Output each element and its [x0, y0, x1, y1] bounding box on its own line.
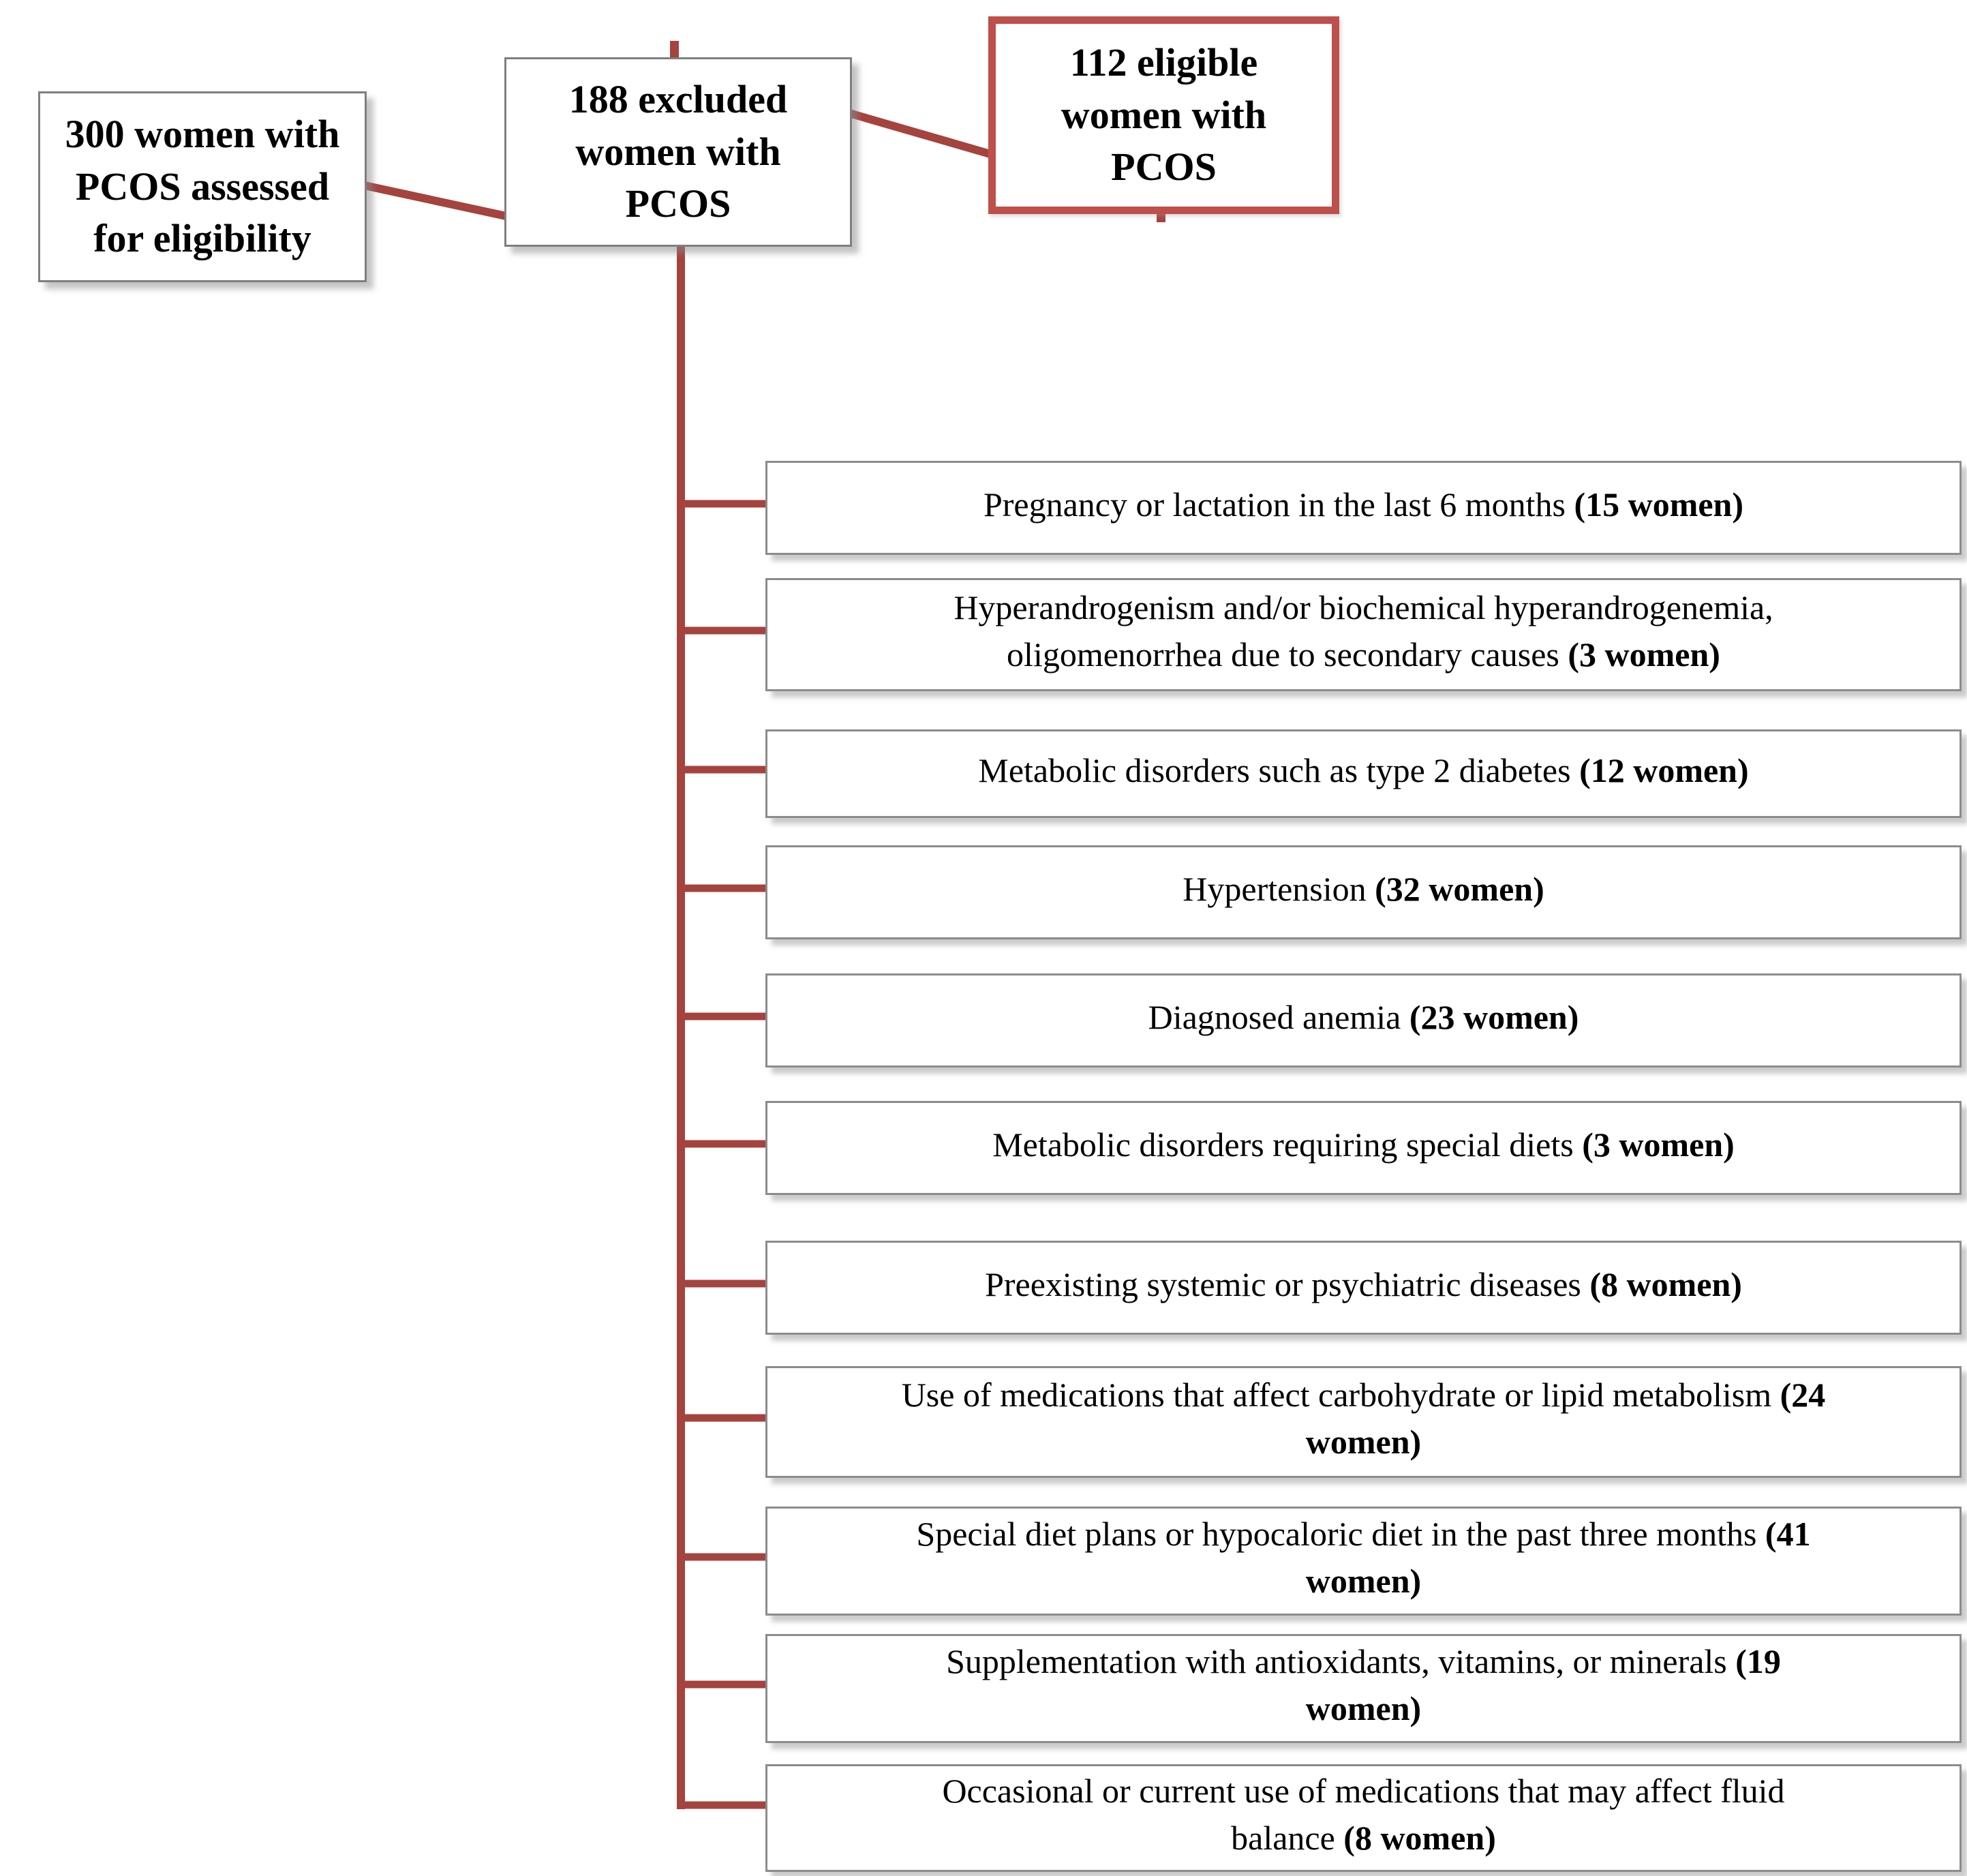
exclusion-reason-box: Use of medications that affect carbohydr… — [765, 1366, 1962, 1478]
exclusion-reason-text: Occasional or current use of medications… — [942, 1768, 1784, 1862]
exclusion-reason-label: Supplementation with antioxidants, vitam… — [946, 1642, 1736, 1680]
exclusion-reason-box: Pregnancy or lactation in the last 6 mon… — [765, 461, 1962, 555]
exclusion-reason-text: Hypertension (32 women) — [1183, 866, 1544, 913]
connector-excluded-to-eligible — [848, 109, 996, 160]
exclusion-reason-count: (24 women) — [1305, 1376, 1826, 1461]
exclusion-reason-label: Metabolic disorders requiring special di… — [992, 1125, 1583, 1164]
exclusion-reason-label: Use of medications that affect carbohydr… — [901, 1376, 1780, 1414]
exclusion-reason-box: Occasional or current use of medications… — [765, 1764, 1962, 1872]
connector-assessed-to-excluded — [360, 181, 514, 222]
exclusion-reason-count: (3 women) — [1582, 1125, 1735, 1164]
exclusion-reason-count: (41 women) — [1305, 1515, 1811, 1600]
exclusion-reason-count: (8 women) — [1343, 1819, 1496, 1857]
exclusion-reason-box: Hypertension (32 women) — [765, 845, 1962, 939]
eligible-box: 112 eligible women with PCOS — [988, 16, 1339, 214]
exclusion-reason-box: Metabolic disorders requiring special di… — [765, 1101, 1962, 1195]
anchor-tick-excluded-top — [670, 41, 679, 60]
exclusion-reason-box: Diagnosed anemia (23 women) — [765, 973, 1962, 1068]
exclusion-reason-box: Supplementation with antioxidants, vitam… — [765, 1634, 1962, 1743]
exclusion-reason-label: Occasional or current use of medications… — [942, 1772, 1785, 1857]
exclusion-reason-text: Special diet plans or hypocaloric diet i… — [916, 1511, 1810, 1605]
exclusion-reason-label: Special diet plans or hypocaloric diet i… — [916, 1515, 1765, 1553]
exclusion-reason-text: Metabolic disorders requiring special di… — [992, 1121, 1735, 1168]
exclusion-reason-count: (3 women) — [1568, 635, 1720, 674]
exclusion-reason-text: Diagnosed anemia (23 women) — [1148, 994, 1579, 1041]
exclusion-reason-text: Use of medications that affect carbohydr… — [902, 1372, 1826, 1466]
exclusion-reason-label: Preexisting systemic or psychiatric dise… — [985, 1265, 1590, 1303]
exclusion-reason-box: Hyperandrogenism and/or biochemical hype… — [765, 578, 1962, 691]
exclusion-reason-count: (15 women) — [1574, 485, 1744, 524]
exclusion-reason-box: Preexisting systemic or psychiatric dise… — [765, 1241, 1962, 1335]
exclusion-reason-count: (19 women) — [1305, 1642, 1781, 1727]
exclusion-reason-text: Pregnancy or lactation in the last 6 mon… — [984, 481, 1743, 528]
exclusion-reason-text: Supplementation with antioxidants, vitam… — [946, 1638, 1781, 1732]
exclusion-reason-text: Preexisting systemic or psychiatric dise… — [985, 1261, 1742, 1308]
exclusion-reason-count: (32 women) — [1375, 869, 1544, 908]
exclusion-reason-count: (8 women) — [1589, 1265, 1742, 1303]
exclusion-reason-text: Metabolic disorders such as type 2 diabe… — [978, 747, 1748, 794]
exclusion-reason-count: (12 women) — [1579, 751, 1749, 789]
exclusion-reason-label: Pregnancy or lactation in the last 6 mon… — [983, 485, 1574, 524]
exclusion-reason-label: Metabolic disorders such as type 2 diabe… — [978, 751, 1580, 789]
excluded-box: 188 excluded women with PCOS — [504, 57, 852, 247]
exclusion-reason-count: (23 women) — [1409, 997, 1579, 1036]
exclusion-reason-text: Hyperandrogenism and/or biochemical hype… — [954, 584, 1773, 678]
exclusion-reason-label: Diagnosed anemia — [1148, 997, 1409, 1036]
exclusion-reason-label: Hypertension — [1183, 869, 1375, 908]
exclusion-reason-box: Metabolic disorders such as type 2 diabe… — [765, 729, 1962, 818]
exclusion-reason-box: Special diet plans or hypocaloric diet i… — [765, 1507, 1962, 1616]
assessed-box: 300 women with PCOS assessed for eligibi… — [38, 91, 367, 282]
exclusion-reason-label: Hyperandrogenism and/or biochemical hype… — [954, 588, 1773, 674]
